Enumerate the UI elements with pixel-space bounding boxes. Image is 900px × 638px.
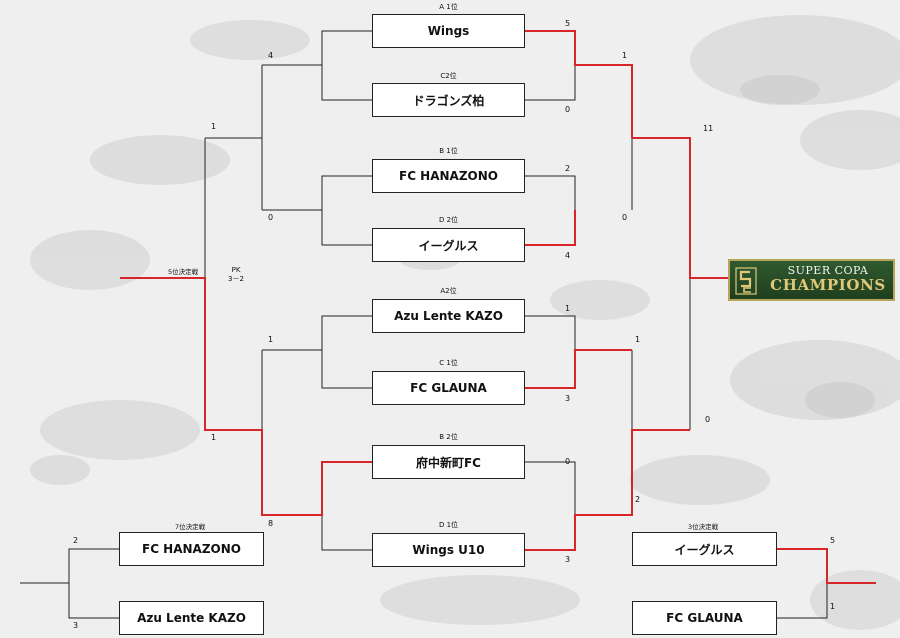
team-box: FC GLAUNA <box>632 601 777 635</box>
score: 3 <box>565 394 571 403</box>
pk-score: 3－2 <box>228 275 244 283</box>
score: 4 <box>565 251 571 260</box>
badge-subtitle: CHAMPIONS <box>770 276 886 294</box>
score: 1 <box>211 122 217 131</box>
score: 11 <box>703 124 714 133</box>
seed-label: D 2位 <box>438 216 459 224</box>
fifth-place-label: 5位決定戦 <box>168 268 199 276</box>
team-box: Azu Lente KAZO <box>372 299 525 333</box>
seed-label: C2位 <box>440 72 457 80</box>
seed-label: B 2位 <box>439 433 458 441</box>
team-box: Wings U10 <box>372 533 525 567</box>
score: 2 <box>73 536 79 545</box>
seed-label: B 1位 <box>439 147 458 155</box>
team-box: Wings <box>372 14 525 48</box>
champions-badge: SUPER COPA CHAMPIONS <box>728 259 895 301</box>
pk-text: PK <box>231 266 241 274</box>
score: 5 <box>565 19 571 28</box>
team-box: ドラゴンズ柏 <box>372 83 525 117</box>
score: 2 <box>635 495 641 504</box>
score: 0 <box>622 213 628 222</box>
loser-path-lines <box>20 30 828 619</box>
team-box: 府中新町FC <box>372 445 525 479</box>
winner-path-lines <box>120 30 876 584</box>
badge-title: SUPER COPA <box>787 264 869 277</box>
seed-label: A 1位 <box>439 3 458 11</box>
score: 5 <box>830 536 836 545</box>
score: 0 <box>705 415 711 424</box>
score: 1 <box>622 51 628 60</box>
team-box: FC GLAUNA <box>372 371 525 405</box>
pk-label: PK 3－2 <box>222 266 250 284</box>
super-copa-logo <box>735 267 757 295</box>
team-box: イーグルス <box>372 228 525 262</box>
score: 3 <box>565 555 571 564</box>
seventh-place-label: 7位決定戦 <box>175 523 206 531</box>
team-box: FC HANAZONO <box>372 159 525 193</box>
score: 1 <box>830 602 836 611</box>
third-place-label: 3位決定戦 <box>688 523 719 531</box>
score: 0 <box>268 213 274 222</box>
score: 1 <box>211 433 217 442</box>
score: 1 <box>635 335 641 344</box>
score: 0 <box>565 105 571 114</box>
team-box: イーグルス <box>632 532 777 566</box>
seed-label: C 1位 <box>439 359 458 367</box>
score: 3 <box>73 621 79 630</box>
team-box: FC HANAZONO <box>119 532 264 566</box>
score: 1 <box>565 304 571 313</box>
score: 2 <box>565 164 571 173</box>
score: 4 <box>268 51 274 60</box>
score: 8 <box>268 519 274 528</box>
team-box: Azu Lente KAZO <box>119 601 264 635</box>
seed-label: A2位 <box>440 287 457 295</box>
score: 1 <box>268 335 274 344</box>
seed-label: D 1位 <box>438 521 459 529</box>
score: 0 <box>565 457 571 466</box>
